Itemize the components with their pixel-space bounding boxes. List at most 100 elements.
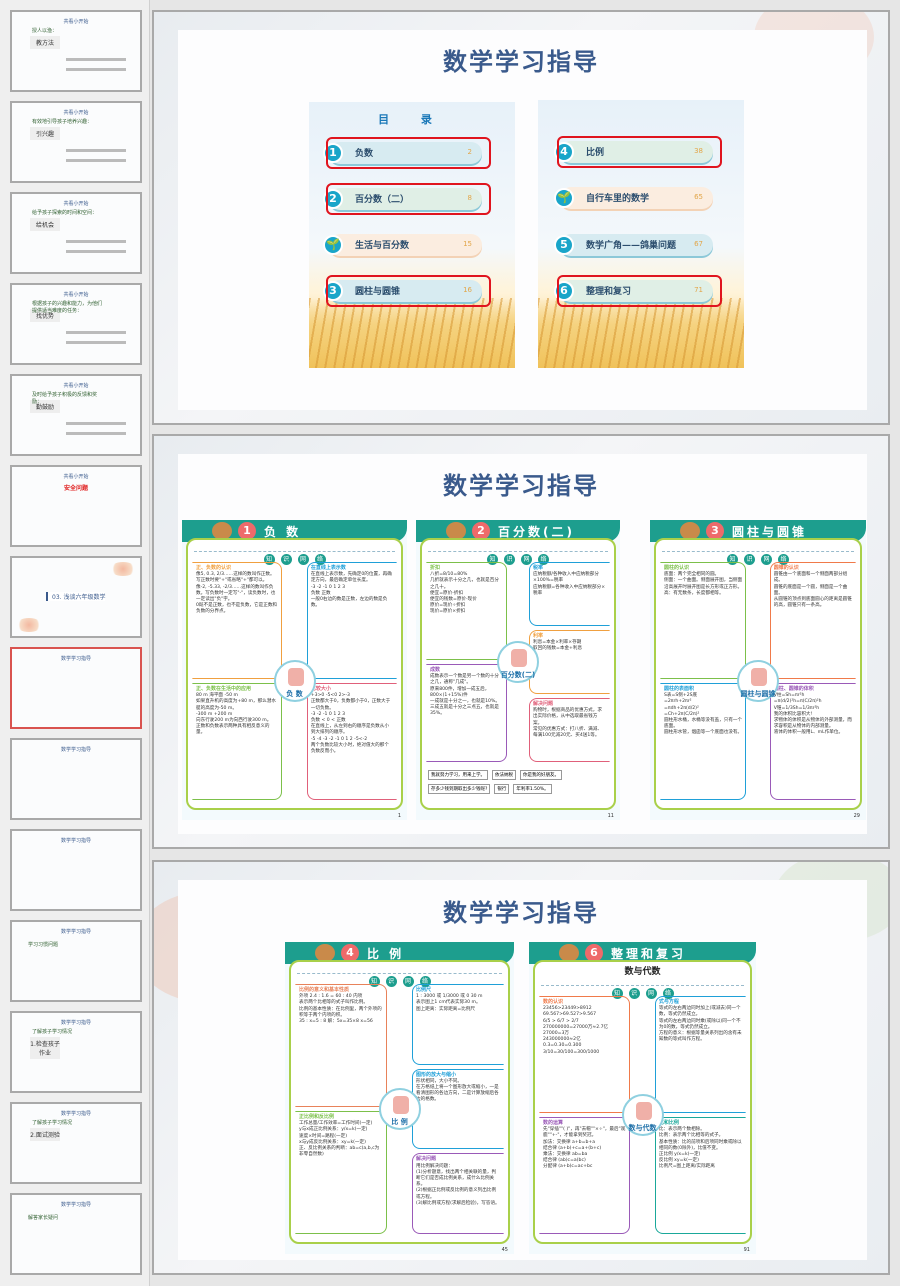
- branch-text: 等式的左右两边同时加上(或减去)同一个数，等式仍然成立。: [658, 1006, 741, 1018]
- highlight-box: [557, 275, 722, 307]
- section-title: 03. 浅谈六年级数学: [46, 592, 106, 601]
- branch-text: 外项 2.4 : 1.6 = 60 : 40 内项: [299, 994, 363, 1000]
- toc-item-label: 数学广角——鸽巢问题: [586, 241, 677, 251]
- network-char: 识: [744, 554, 755, 565]
- slide-thumbnail-panel[interactable]: 共看小开始教方法授人以渔： 共看小开始引兴趣有效地引导孩子培养兴趣： 共看小开始给机…: [0, 0, 150, 1286]
- card-title: 百分数(二): [498, 525, 575, 539]
- branch-text: =π(d/2)²h=π(C/2π)²h: [773, 699, 822, 705]
- branch-text: V锥=1/3Sh=1/3πr²h: [773, 705, 820, 711]
- network-char: 知: [611, 988, 623, 999]
- slide-thumbnail-4[interactable]: 共看小开始找优势根据孩子的兴趣和能力，为他们提供适当难度的任务：: [10, 283, 142, 365]
- note-bubble: 存多少钱到期取出多少钱呢?: [428, 784, 491, 794]
- slide-thumbnail-3[interactable]: 共看小开始给机会给予孩子探索的时间和空间：: [10, 192, 142, 274]
- slide-thumbnail-14[interactable]: 数学学习指导解答家长疑问: [10, 1193, 142, 1275]
- center-label: 圆柱与圆锥: [740, 690, 776, 698]
- branch-text: 成数表示一个数是另一个数的十分之几，通称"几成"。: [430, 674, 499, 686]
- divider: [297, 973, 502, 974]
- branch-text: 圆锥由一个底面和一个侧面两部分组成。: [773, 572, 848, 584]
- slide-title: 数学学习指导: [443, 899, 599, 927]
- sprout-icon: 🌱: [554, 188, 574, 208]
- branch-box: 比和比例比：表示两个数相除。比例：表示两个比相等的式子。基本性质：比的前项和后项…: [654, 1117, 746, 1234]
- network-char: 知: [487, 554, 498, 565]
- text-line: [66, 240, 126, 243]
- branch-text: 在方格纸上将一个图形放大或缩小，一是看清图形的各边方向，二是计算放缩后各边的格数…: [416, 1085, 499, 1103]
- knowledge-network-label: 知识网络: [535, 980, 750, 999]
- network-char: 网: [645, 988, 657, 999]
- toc-item-label: 整理和复习: [586, 287, 632, 297]
- flower-decoration: [16, 618, 42, 632]
- mindmap-body: 正、负数的认识像5, 0.3, 2/3……这样的数叫作正数。写正数时要"+"或省…: [192, 562, 397, 800]
- bear-reading-icon: [315, 944, 335, 962]
- branch-text: -300 m +200 m: [196, 711, 233, 717]
- branch-label: 正比例和反比例: [299, 1114, 335, 1120]
- slide-thumbnail-2[interactable]: 共看小开始引兴趣有效地引导孩子培养兴趣：: [10, 101, 142, 183]
- number-badge: 6: [554, 281, 574, 301]
- card-number: 2: [472, 522, 490, 540]
- branch-text: 原来800件，增加一成五后，800×(1+15%)件: [430, 686, 490, 698]
- branch-text: 比例尺=图上距离/实际距离: [658, 1164, 715, 1170]
- card-frame: 知识网络圆柱的认识底面：两个完全相同的圆。侧面：一个曲面。侧面展开图，当侧面沿高…: [654, 538, 862, 810]
- mindmap-center: 圆柱与圆锥: [737, 660, 779, 702]
- slide-thumbnail-5[interactable]: 共看小开始勤鼓励及时给予孩子积极的反馈和奖励：: [10, 374, 142, 456]
- network-char: 识: [385, 976, 397, 987]
- branch-label: 正、负数在生活中的应用: [196, 686, 252, 692]
- thumbnail-text: 给予孩子探索的时间和空间：: [32, 210, 98, 216]
- branch-label: 数的运算: [543, 1120, 564, 1126]
- slide-thumbnail-7[interactable]: 03. 浅谈六年级数学: [10, 556, 142, 638]
- network-char: 络: [314, 554, 326, 565]
- branch-text: 270000000=27000万≈2.7亿: [543, 1024, 609, 1030]
- card-title: 负 数: [264, 525, 302, 539]
- thumbnail-header: 数学学习指导: [60, 747, 91, 753]
- branch-text: 负数 < 0 < 正数: [310, 718, 346, 724]
- branch-text: y与x成正比例关系：y/x=k(一定): [299, 1127, 368, 1133]
- branch-text: 从圆锥的顶点到底面圆心的距离是圆锥的高，圆锥只有一条高。: [773, 597, 852, 609]
- toc-item-page: 8: [467, 194, 472, 202]
- branch-label: 正、负数的认识: [196, 565, 232, 571]
- branch-label: 比较大小: [310, 686, 331, 692]
- thumbnail-text: 及时给予孩子积极的反馈和奖励：: [32, 392, 98, 405]
- branch-text: 便宜的钱数=原价-现价: [430, 597, 477, 603]
- slide-thumbnail-11[interactable]: 数学学习指导学习习惯问题: [10, 920, 142, 1002]
- branch-box: 数的运算先"穿插""( )"，再"去帽""×÷"，最后"观鹿""+-"，才能拿到…: [539, 1117, 631, 1234]
- slide-thumbnail-6[interactable]: 共看小开始安全问题: [10, 465, 142, 547]
- branch-text: 工作总量/工作效率=工作时间(一定): [299, 1121, 373, 1127]
- mindmap-center: 负 数: [273, 660, 316, 702]
- card-number: 1: [238, 522, 256, 540]
- branch-text: (1)分析题意，找出两个相关联的量，判断它们是否成比例关系，成什么比例关系。: [416, 1169, 497, 1188]
- number-badge: 3: [323, 281, 343, 301]
- thumbnail-text: 授人以渔：: [32, 28, 58, 34]
- bear-reading-icon: [446, 522, 466, 540]
- slide-thumbnail-1[interactable]: 共看小开始教方法授人以渔：: [10, 10, 142, 92]
- slide-thumbnail-9[interactable]: 数学学习指导: [10, 738, 142, 820]
- branch-text: 高：有无数条，长度都相等。: [664, 590, 724, 596]
- branch-box: 税率应纳税额/各种收入中应纳税部分×100%=税率应纳税额=各种收入中应纳税部分…: [529, 562, 610, 626]
- toc-item-label: 圆柱与圆锥: [355, 287, 401, 297]
- slide-thumbnail-10[interactable]: 数学学习指导: [10, 829, 142, 911]
- slide-thumbnail-8[interactable]: 数学学习指导: [10, 647, 142, 729]
- branch-text: 比：表示两个数相除。: [658, 1127, 705, 1133]
- bear-reading-icon: [680, 522, 700, 540]
- branch-text: 一般0右边的数是正数，左边的数是负数。: [310, 597, 388, 609]
